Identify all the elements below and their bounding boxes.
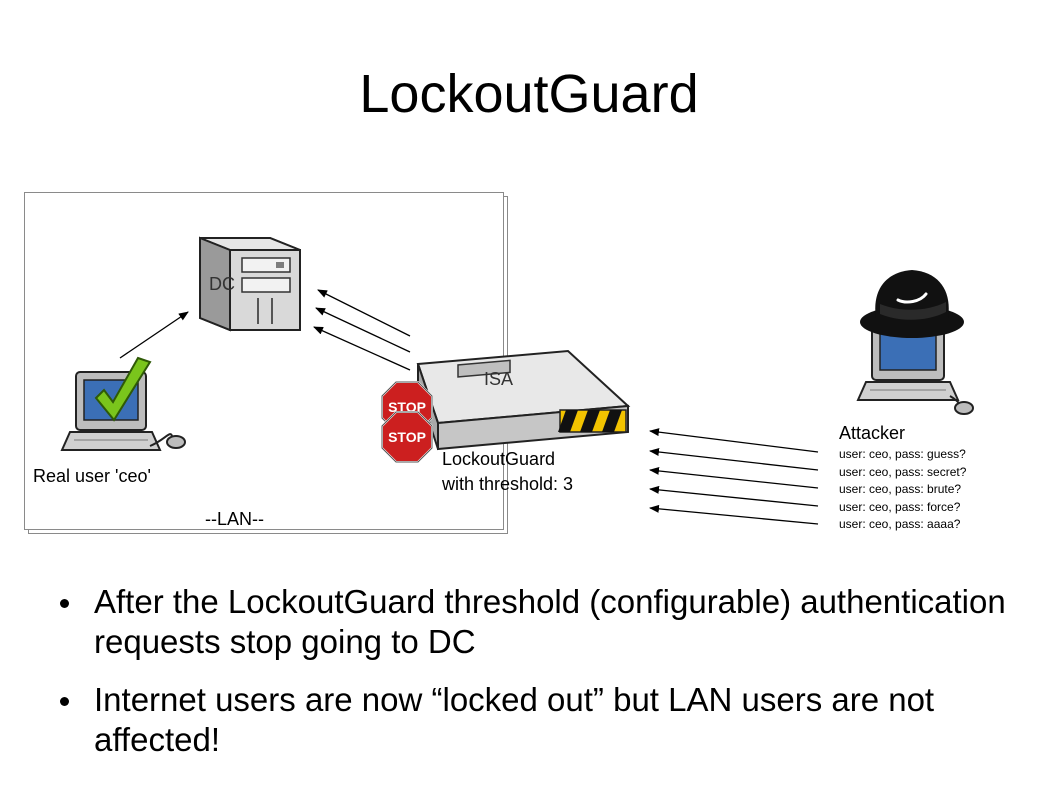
lockoutguard-label-line2: with threshold: 3 [442, 474, 574, 494]
attacker-attempt: user: ceo, pass: brute? [839, 482, 962, 496]
real-user-label: Real user 'ceo' [33, 466, 151, 486]
attacker-attempt: user: ceo, pass: force? [839, 499, 961, 514]
lockoutguard-label: LockoutGuard with threshold: 3 [442, 447, 573, 497]
lan-label: --LAN-- [205, 509, 264, 529]
attacker-attempt: user: ceo, pass: secret? [839, 464, 967, 479]
isa-to-dc-arrow-1 [317, 289, 411, 337]
lockoutguard-label-line1: LockoutGuard [442, 449, 556, 469]
attacker-arrow-2 [649, 448, 819, 471]
attacker-label: Attacker [839, 423, 906, 443]
stop-sign-text-2: STOP [388, 429, 426, 445]
attacker-attempt: user: ceo, pass: guess? [839, 447, 966, 461]
bullet-item: After the LockoutGuard threshold (config… [60, 582, 1040, 662]
attacker-attempt: user: ceo, pass: aaaa? [839, 517, 961, 531]
bullet-text: After the LockoutGuard threshold (config… [94, 583, 1006, 660]
bullet-text: Internet users are now “locked out” but … [94, 681, 935, 758]
isa-to-dc-arrow-3 [313, 326, 411, 371]
fedora-hat-icon [860, 270, 964, 338]
attacker-arrow-1 [649, 428, 819, 453]
bullet-dot-icon [60, 599, 69, 608]
server-icon [199, 236, 301, 332]
attacker-arrow-4 [649, 485, 819, 507]
checkmark-icon [94, 356, 152, 422]
slide-title: LockoutGuard [359, 64, 699, 124]
stop-sign-icon: STOP [381, 411, 433, 463]
dc-label: DC [209, 274, 235, 294]
isa-to-dc-arrow-2 [315, 307, 411, 353]
user-to-dc-arrow [119, 311, 189, 359]
bullet-list: After the LockoutGuard threshold (config… [60, 582, 1040, 778]
bullet-item: Internet users are now “locked out” but … [60, 680, 1040, 760]
bullet-dot-icon [60, 697, 69, 706]
isa-appliance-icon [416, 349, 631, 451]
attacker-arrow-3 [649, 466, 819, 489]
attacker-arrow-5 [649, 504, 819, 525]
isa-label: ISA [484, 369, 514, 389]
attacker-attempts-list: user: ceo, pass: guess? user: ceo, pass:… [839, 446, 966, 534]
